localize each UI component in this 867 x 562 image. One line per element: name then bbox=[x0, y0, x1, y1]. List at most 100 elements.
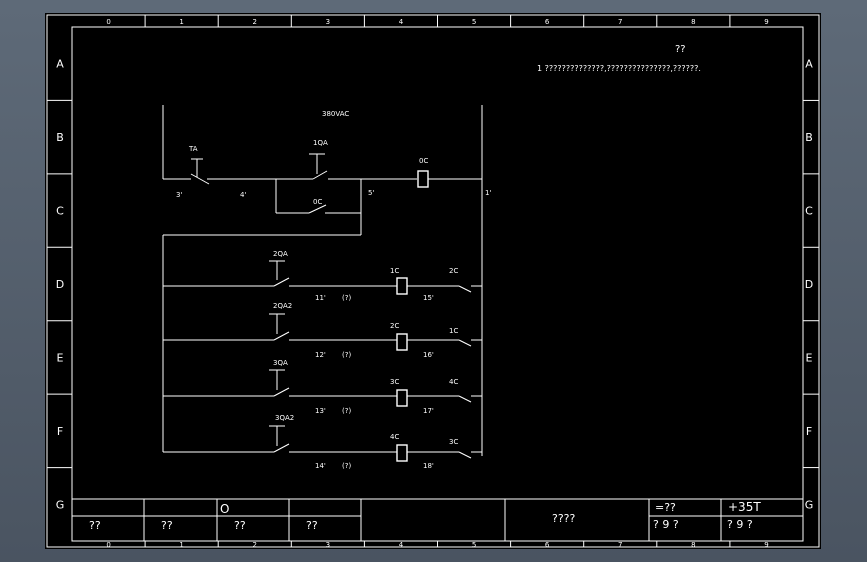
row-label-right-B: B bbox=[805, 131, 813, 144]
row-label-right-A: A bbox=[805, 58, 813, 71]
row-label-right-F: F bbox=[806, 425, 812, 438]
row-label-left-A: A bbox=[56, 58, 64, 71]
o-mark: O bbox=[220, 502, 229, 516]
col-label-top-6: 6 bbox=[545, 18, 550, 26]
row-label-right-E: E bbox=[806, 351, 813, 364]
branch-1-button bbox=[273, 277, 290, 287]
svg-text:??: ?? bbox=[89, 519, 101, 532]
col-label-bottom-4: 4 bbox=[399, 541, 404, 549]
stop-label: TA bbox=[188, 145, 198, 153]
start-contact bbox=[312, 170, 328, 180]
svg-text:3QA: 3QA bbox=[273, 359, 288, 367]
svg-text:??: ?? bbox=[234, 519, 246, 532]
svg-text:18': 18' bbox=[423, 462, 434, 470]
frame-ticks bbox=[47, 15, 819, 547]
col-label-top-8: 8 bbox=[691, 18, 695, 26]
svg-text:1C: 1C bbox=[449, 327, 458, 335]
notes-header: ?? bbox=[675, 44, 686, 55]
row-label-right-C: C bbox=[805, 205, 813, 218]
col-label-top-3: 3 bbox=[326, 18, 330, 26]
branch-3-coil bbox=[396, 389, 408, 407]
svg-text:4C: 4C bbox=[449, 378, 458, 386]
row-label-left-B: B bbox=[56, 131, 64, 144]
outer-border bbox=[46, 14, 820, 548]
svg-text:2C: 2C bbox=[390, 322, 399, 330]
svg-text:16': 16' bbox=[423, 351, 434, 359]
svg-text:? 9 ?: ? 9 ? bbox=[653, 518, 679, 531]
col-label-top-0: 0 bbox=[106, 18, 110, 26]
branch-1-coil bbox=[396, 277, 408, 295]
main-control-circuit: 380VAC TA 3' 4' 1QA 0C 5' 0C 1' bbox=[162, 105, 491, 456]
svg-text:(?): (?) bbox=[342, 462, 351, 470]
svg-text:??: ?? bbox=[306, 519, 318, 532]
branch-4-coil bbox=[396, 444, 408, 462]
branch-4-interlock bbox=[458, 451, 472, 459]
svg-text:11': 11' bbox=[315, 294, 326, 302]
col-label-bottom-7: 7 bbox=[618, 541, 622, 549]
svg-text:1C: 1C bbox=[390, 267, 399, 275]
row-label-left-D: D bbox=[56, 278, 64, 291]
svg-text:0C: 0C bbox=[313, 198, 322, 206]
branch-2-button bbox=[273, 331, 290, 341]
svg-text:(?): (?) bbox=[342, 294, 351, 302]
row-label-left-C: C bbox=[56, 205, 64, 218]
inner-border bbox=[71, 26, 804, 542]
svg-text:4C: 4C bbox=[390, 433, 399, 441]
svg-text:5': 5' bbox=[368, 189, 374, 197]
svg-text:2QA2: 2QA2 bbox=[273, 302, 292, 310]
col-label-top-9: 9 bbox=[764, 18, 768, 26]
svg-text:4': 4' bbox=[240, 191, 246, 199]
col-label-top-1: 1 bbox=[179, 18, 183, 26]
svg-text:3C: 3C bbox=[449, 438, 458, 446]
row-label-right-D: D bbox=[805, 278, 813, 291]
supply-label: 380VAC bbox=[322, 110, 349, 118]
svg-text:3C: 3C bbox=[390, 378, 399, 386]
col-label-top-5: 5 bbox=[472, 18, 476, 26]
svg-text:17': 17' bbox=[423, 407, 434, 415]
col-label-bottom-5: 5 bbox=[472, 541, 476, 549]
col-label-top-2: 2 bbox=[253, 18, 257, 26]
svg-text:1': 1' bbox=[485, 189, 491, 197]
col-label-bottom-8: 8 bbox=[691, 541, 695, 549]
svg-text:0C: 0C bbox=[419, 157, 428, 165]
start-label: 1QA bbox=[313, 139, 328, 147]
row-label-left-G: G bbox=[56, 498, 65, 511]
svg-text:12': 12' bbox=[315, 351, 326, 359]
branch-2-interlock bbox=[458, 339, 472, 347]
col-label-bottom-9: 9 bbox=[764, 541, 768, 549]
hold-contact bbox=[308, 204, 327, 214]
stop-contact bbox=[190, 173, 210, 185]
branch-4: 3QA2 14' (?) 4C 18' 3C bbox=[163, 414, 482, 470]
svg-text:(?): (?) bbox=[342, 407, 351, 415]
row-label-left-E: E bbox=[57, 351, 64, 364]
svg-text:??: ?? bbox=[161, 519, 173, 532]
col-label-bottom-0: 0 bbox=[106, 541, 110, 549]
ref-field: =?? bbox=[655, 501, 676, 514]
code-field: +35T bbox=[728, 500, 761, 514]
svg-text:2C: 2C bbox=[449, 267, 458, 275]
title-block: O ?? ?? ?? ?? ???? =?? +35T ? 9 ? ? 9 ? bbox=[72, 498, 803, 541]
title-center: ???? bbox=[552, 512, 576, 525]
col-label-bottom-3: 3 bbox=[326, 541, 330, 549]
branch-2-coil bbox=[396, 333, 408, 351]
col-label-top-7: 7 bbox=[618, 18, 622, 26]
branch-3-interlock bbox=[458, 395, 472, 403]
row-label-left-F: F bbox=[57, 425, 63, 438]
col-label-bottom-2: 2 bbox=[253, 541, 257, 549]
col-label-top-4: 4 bbox=[399, 18, 404, 26]
row-label-right-G: G bbox=[805, 498, 814, 511]
branch-3: 3QA 13' (?) 3C 17' 4C bbox=[163, 359, 482, 415]
branch-4-button bbox=[273, 443, 290, 453]
svg-text:(?): (?) bbox=[342, 351, 351, 359]
branch-3-button bbox=[273, 387, 290, 397]
notes-line1: 1 ??????????????,???????????????,??????. bbox=[537, 64, 701, 73]
svg-text:? 9 ?: ? 9 ? bbox=[727, 518, 753, 531]
svg-text:13': 13' bbox=[315, 407, 326, 415]
svg-text:3': 3' bbox=[176, 191, 182, 199]
svg-text:3QA2: 3QA2 bbox=[275, 414, 294, 422]
branch-1: 2QA 11' (?) 1C 15' 2C bbox=[163, 250, 482, 302]
coil-0c bbox=[417, 170, 429, 188]
svg-text:14': 14' bbox=[315, 462, 326, 470]
